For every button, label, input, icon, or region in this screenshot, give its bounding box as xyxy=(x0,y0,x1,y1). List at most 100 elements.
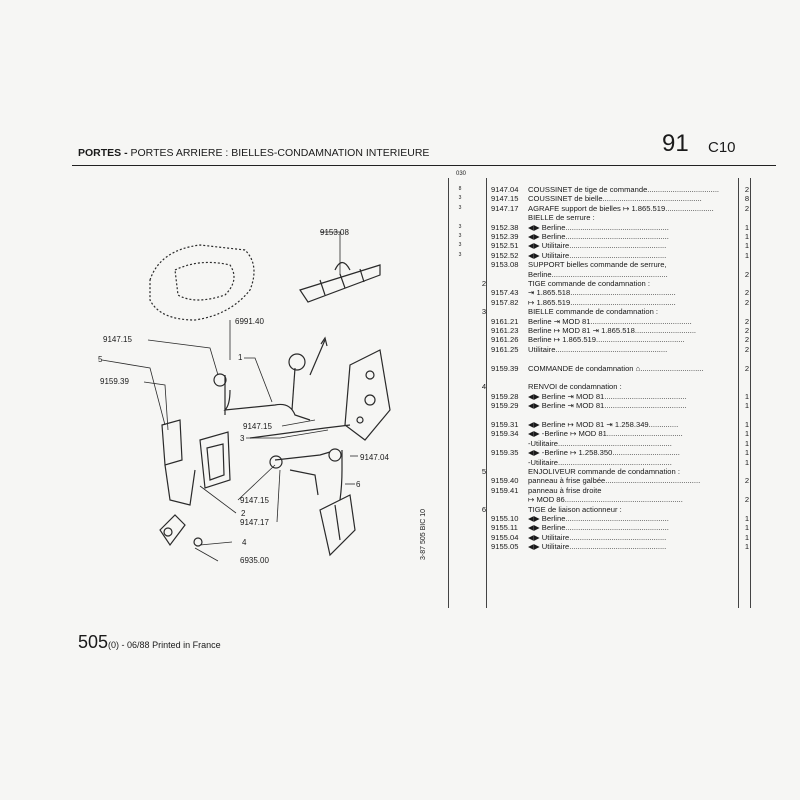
row-description: ◀▶ Utilitaire...........................… xyxy=(528,532,667,542)
parts-table-frame xyxy=(448,178,758,608)
row-reference: 9155.10 xyxy=(491,514,519,523)
row-marker: 3 xyxy=(458,251,462,258)
row-description: ↦ 1.865.519.............................… xyxy=(528,297,676,307)
row-quantity: 1 xyxy=(744,457,750,467)
row-description: ◀▶ Berline..............................… xyxy=(528,514,669,523)
row-quantity: 1 xyxy=(744,438,750,448)
row-quantity: 2 xyxy=(744,326,750,335)
row-reference: 9155.05 xyxy=(491,542,519,552)
row-reference: 9155.11 xyxy=(491,523,518,533)
diagram-label: 4 xyxy=(242,538,247,547)
row-description: Berline.................................… xyxy=(528,269,668,279)
row-reference: 9161.25 xyxy=(491,344,519,354)
row-quantity: 1 xyxy=(744,514,750,523)
row-description: COMMANDE de condamnation ⌂..............… xyxy=(528,363,704,373)
row-reference: 9159.34 xyxy=(491,429,519,439)
table-divider xyxy=(750,178,751,608)
row-description: panneau à frise galbée..................… xyxy=(528,476,701,486)
header-rule xyxy=(72,165,776,166)
row-description: ◀▶ Utilitaire...........................… xyxy=(528,241,667,251)
diagram-label: 6991.40 xyxy=(235,317,264,326)
row-group: 2 xyxy=(481,279,487,288)
row-reference: 9152.51 xyxy=(491,241,519,251)
row-description: COUSSINET de bielle.....................… xyxy=(528,194,702,204)
row-marker: 3 xyxy=(458,195,462,202)
row-reference: 9157.82 xyxy=(491,297,519,307)
diagram-drawing xyxy=(101,231,391,562)
row-reference: 9147.17 xyxy=(491,203,519,213)
row-description: Berline ↦ MOD 81 ⇥ 1.865.518............… xyxy=(528,326,697,335)
row-reference: 9161.26 xyxy=(491,335,519,345)
row-description: AGRAFE support de bielles ↦ 1.865.519...… xyxy=(528,203,714,213)
diagram-label: 9147.17 xyxy=(240,518,269,527)
exploded-diagram: 9153.08 6991.40 9147.15 5 9159.39 1 9147… xyxy=(80,170,425,605)
row-quantity: 1 xyxy=(744,542,750,552)
diagram-label: 9153.08 xyxy=(320,228,349,237)
row-marker: 3 xyxy=(458,204,462,211)
footer-edition: (0) - 06/88 Printed in France xyxy=(108,640,221,650)
row-marker: 3 xyxy=(458,233,462,239)
footer-model: 505 xyxy=(78,632,109,652)
row-group: 6 xyxy=(481,504,487,514)
row-description: ◀▶ -Berline ↦ MOD 81....................… xyxy=(528,429,683,439)
row-quantity: 1 xyxy=(744,232,750,241)
side-code: 3-87 505 BIC 10 xyxy=(420,509,427,560)
row-marker: 3 xyxy=(458,223,462,230)
table-divider xyxy=(448,178,449,608)
row-quantity: 2 xyxy=(744,495,750,505)
row-quantity: 2 xyxy=(744,476,750,486)
row-description: ◀▶ Berline ⇥ MOD 81.....................… xyxy=(528,401,687,411)
row-description: -Utilitaire.............................… xyxy=(528,438,672,448)
row-group: 3 xyxy=(481,307,487,317)
row-quantity: 2 xyxy=(744,363,750,373)
row-quantity: 8 xyxy=(744,194,750,204)
row-description: ◀▶ Utilitaire...........................… xyxy=(528,250,667,260)
diagram-label: 9159.39 xyxy=(100,377,129,386)
row-reference: 9159.39 xyxy=(491,363,519,373)
section-title: PORTES ARRIERE : BIELLES-CONDAMNATION IN… xyxy=(130,147,430,159)
row-reference: 9152.39 xyxy=(491,232,519,241)
row-description: ENJOLIVEUR commande de condamnation : xyxy=(528,467,680,476)
row-quantity: 1 xyxy=(744,420,750,429)
row-description: COUSSINET de tige de commande...........… xyxy=(528,185,720,194)
row-reference: 9159.40 xyxy=(491,476,519,486)
row-reference: 9153.08 xyxy=(491,260,519,270)
row-description: ◀▶ -Berline ↦ 1.258.350.................… xyxy=(528,448,680,458)
diagram-label: 9147.15 xyxy=(103,335,132,344)
row-quantity: 2 xyxy=(744,288,750,298)
row-reference: 9161.21 xyxy=(491,316,519,326)
row-quantity: 1 xyxy=(744,241,750,251)
page-number: 91 xyxy=(662,130,689,157)
row-quantity: 1 xyxy=(744,391,750,401)
row-quantity: 1 xyxy=(744,401,750,411)
diagram-label: 1 xyxy=(238,353,243,362)
page-title: PORTES - PORTES ARRIERE : BIELLES-CONDAM… xyxy=(78,147,429,159)
diagram-label: 9147.15 xyxy=(240,496,269,505)
row-description: ◀▶ Berline ↦ MOD 81 ⇥ 1.258.349.........… xyxy=(528,420,679,429)
row-reference: 9161.23 xyxy=(491,326,519,335)
row-description: BIELLE de serrure : xyxy=(528,213,595,223)
diagram-label: 6 xyxy=(356,480,361,489)
row-reference: 9152.52 xyxy=(491,250,519,260)
row-reference: 9159.29 xyxy=(491,401,519,411)
row-quantity: 2 xyxy=(744,297,750,307)
row-description: -Utilitaire.............................… xyxy=(528,457,672,467)
column-header: 030 xyxy=(456,171,467,177)
row-description: ⇥ 1.865.518.............................… xyxy=(528,288,676,298)
row-description: BIELLE commande de condamnation : xyxy=(528,307,659,317)
diagram-label: 9147.04 xyxy=(360,453,389,462)
row-description: Utilitaire..............................… xyxy=(528,344,668,354)
row-description: ◀▶ Berline ⇥ MOD 81.....................… xyxy=(528,391,687,401)
diagram-label: 2 xyxy=(241,509,246,518)
diagram-label: 9147.15 xyxy=(243,422,272,431)
row-quantity: 2 xyxy=(744,185,750,194)
table-divider xyxy=(738,178,739,608)
row-reference: 9147.04 xyxy=(491,185,519,194)
row-quantity: 1 xyxy=(744,429,750,439)
row-quantity: 1 xyxy=(744,532,750,542)
diagram-label: 5 xyxy=(98,355,103,364)
row-description: ◀▶ Berline..............................… xyxy=(528,232,669,241)
row-description: TIGE de liaison actionneur : xyxy=(528,504,622,514)
row-reference: 9155.04 xyxy=(491,532,519,542)
